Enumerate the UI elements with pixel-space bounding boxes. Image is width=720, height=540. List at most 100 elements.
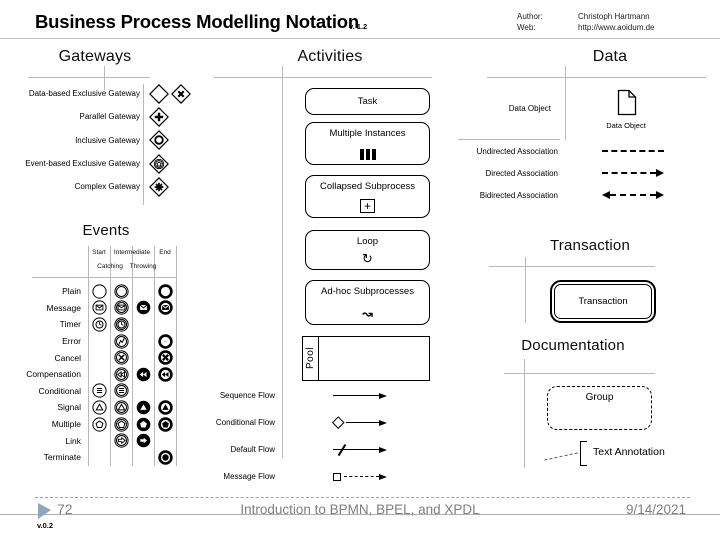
activity-box: Collapsed Subprocess + [305,175,430,218]
activity-marker: + [306,199,429,213]
event-plain-end-icon [154,283,176,300]
transaction-shape: Transaction [550,280,656,323]
divider-line [282,66,283,458]
flow-label: Default Flow [230,445,275,454]
divider-line [487,77,706,78]
transaction-title: Transaction [549,237,630,254]
gateway-icons [149,176,169,197]
page-number: 72 [57,501,73,517]
event-empty-cell [88,449,110,466]
table-line [32,277,176,278]
event-signal-start-icon [88,399,110,416]
activity-label: Loop [356,236,379,247]
activity-marker: ↝ [306,307,429,320]
event-cancel-catching-icon [110,349,132,366]
activity-label: Ad-hoc Subprocesses [321,286,414,297]
diamond-event-icon [149,153,169,174]
event-conditional-catching-icon [110,383,132,400]
divider-line [489,266,655,267]
diamond-empty-icon [149,83,169,104]
pool-shape: Pool [302,336,430,381]
conditional-flow-symbol [332,416,387,429]
event-error-catching-icon [110,333,132,350]
documentation-title: Documentation [521,337,625,354]
association-label: Undirected Association [476,146,558,156]
slide-title: Business Process Modelling Notation [35,11,360,32]
event-terminate-end-icon [154,449,176,466]
event-empty-cell [132,333,154,350]
flow-label: Message Flow [223,472,275,481]
event-timer-start-icon [88,316,110,333]
event-compensation-catching-icon [110,366,132,383]
web-label: Web: [517,23,536,32]
footer-rule [0,514,720,515]
section-title-data: Data [592,48,628,65]
default-flow-symbol [333,443,387,456]
flow-row: Sequence Flow [180,382,435,409]
table-line [110,246,111,466]
gateway-label: Inclusive Gateway [75,135,140,145]
table-line [154,246,155,466]
adhoc-marker-icon: ↝ [362,306,373,321]
event-empty-cell [132,349,154,366]
divider-line [28,77,150,78]
gateway-row: Parallel Gateway [20,105,200,128]
diamond-plus-icon [149,106,169,127]
event-link-catching-icon [110,432,132,449]
gateway-icons [149,83,191,104]
column-header-catching: Catching [97,263,123,270]
diamond-circle-icon [149,130,169,151]
events-table: Start Intermediate End Catching Throwing… [26,246,180,470]
event-row-label: Error [62,336,81,347]
event-multiple-end-icon [154,416,176,433]
diamond-star-icon [149,176,169,197]
event-compensation-throwing-icon [132,366,154,383]
activity-box: Multiple Instances [305,122,430,165]
table-line [88,246,89,466]
event-error-end-icon [154,333,176,350]
section-title-gateways: Gateways [58,48,132,65]
gateway-label: Event-based Exclusive Gateway [25,159,140,169]
activity-box: Ad-hoc Subprocesses ↝ [305,280,430,325]
group-label: Group [585,392,614,403]
event-signal-catching-icon [110,399,132,416]
event-row-label: Terminate [43,452,81,463]
message-flow-symbol [333,472,387,481]
event-empty-cell [132,283,154,300]
pool-band: Pool [303,337,319,380]
flow-label: Sequence Flow [219,391,275,400]
event-multiple-start-icon [88,416,110,433]
event-signal-throwing-icon [132,399,154,416]
event-row-label: Conditional [38,385,81,396]
gateway-label: Data-based Exclusive Gateway [28,89,140,99]
activity-label: Collapsed Subprocess [319,181,416,192]
bidirected-association-symbol [602,191,664,199]
association-row: Directed Association [455,162,670,184]
event-row-label: Link [65,435,81,446]
gateway-icons [149,106,169,127]
section-title-activities: Activities [297,48,363,65]
event-empty-cell [154,316,176,333]
activity-box: Loop↻ [305,230,430,270]
gateway-label: Complex Gateway [74,182,140,192]
event-plain-catching-icon [110,283,132,300]
directed-association-symbol [602,169,664,177]
column-header-throwing: Throwing [129,263,157,270]
event-row-label: Cancel [54,352,81,363]
event-cancel-end-icon [154,349,176,366]
column-header-start: Start [92,249,106,256]
annotation-label: Text Annotation [593,446,665,458]
divider-line [214,77,432,78]
gateway-row: Event-based Exclusive Gateway [20,152,200,175]
event-message-end-icon [154,300,176,317]
event-signal-end-icon [154,399,176,416]
event-message-start-icon [88,300,110,317]
event-message-catching-icon [110,300,132,317]
gateway-row: Inclusive Gateway [20,129,200,152]
gateway-icons [149,130,169,151]
event-empty-cell [132,449,154,466]
